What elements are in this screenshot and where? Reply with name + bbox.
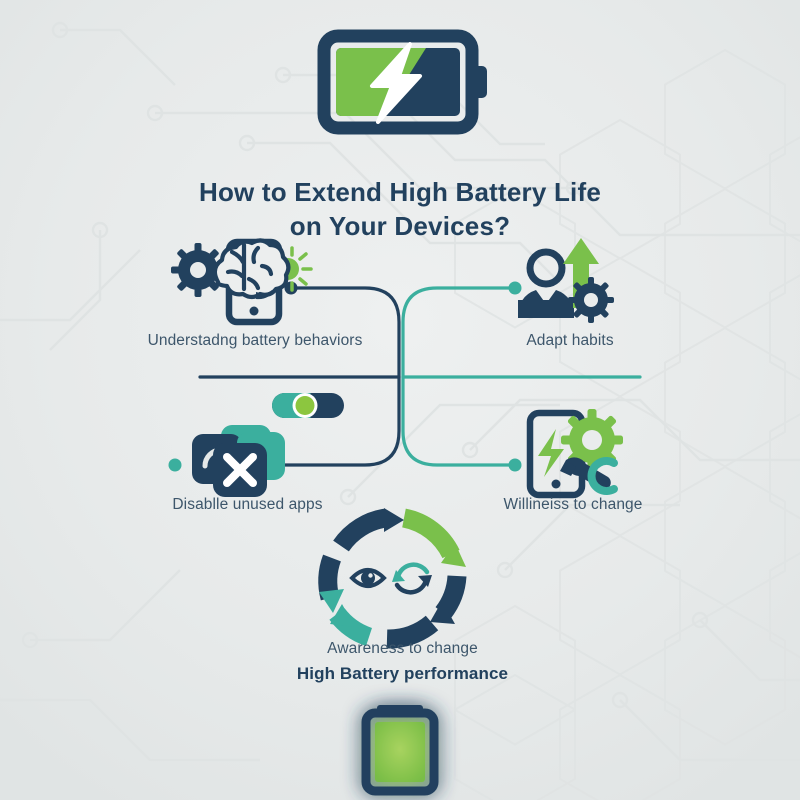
page-title: How to Extend High Battery Life on Your …	[150, 176, 650, 244]
page-title-line1: How to Extend High Battery Life	[198, 177, 601, 207]
node-label-adapt: Adapt habits	[526, 332, 614, 349]
connector-understanding	[289, 286, 401, 379]
close-icon	[223, 453, 257, 487]
bolt-icon	[538, 429, 564, 477]
node-label-willingness: Willineiss to change	[503, 496, 643, 513]
battery-full-glow-icon	[361, 705, 439, 796]
node-label-disable: Disablle unused apps	[172, 496, 323, 513]
eye-icon	[349, 568, 387, 588]
page-title-line2: on Your Devices?	[289, 210, 511, 241]
connector-dot-willingness	[508, 458, 522, 472]
circular-arrows-eye-icon	[318, 508, 467, 649]
person-arrow-gear-icon	[518, 238, 614, 323]
battery-charging-icon	[317, 29, 487, 135]
node-label-understanding: Understadng battery behaviors	[147, 332, 363, 349]
circuit-traces	[0, 28, 800, 762]
connector-adapt	[401, 286, 517, 379]
toggle-switch[interactable]	[272, 393, 344, 418]
toggle-knob	[295, 396, 315, 415]
connector-dot-left-teal	[168, 458, 182, 472]
apps-disable-toggle-icon	[192, 425, 285, 497]
phone-gear-wrench-icon	[526, 409, 623, 499]
outcome-label: High Battery performance	[296, 664, 509, 683]
refresh-icon	[394, 562, 430, 595]
connector-disable	[230, 375, 401, 467]
cycle-label: Awareness to change	[327, 640, 478, 657]
sun-rays	[290, 246, 313, 292]
brain-phone-gear-icon	[171, 238, 313, 326]
connector-dot-adapt	[508, 281, 522, 295]
connector-willingness	[401, 375, 517, 467]
